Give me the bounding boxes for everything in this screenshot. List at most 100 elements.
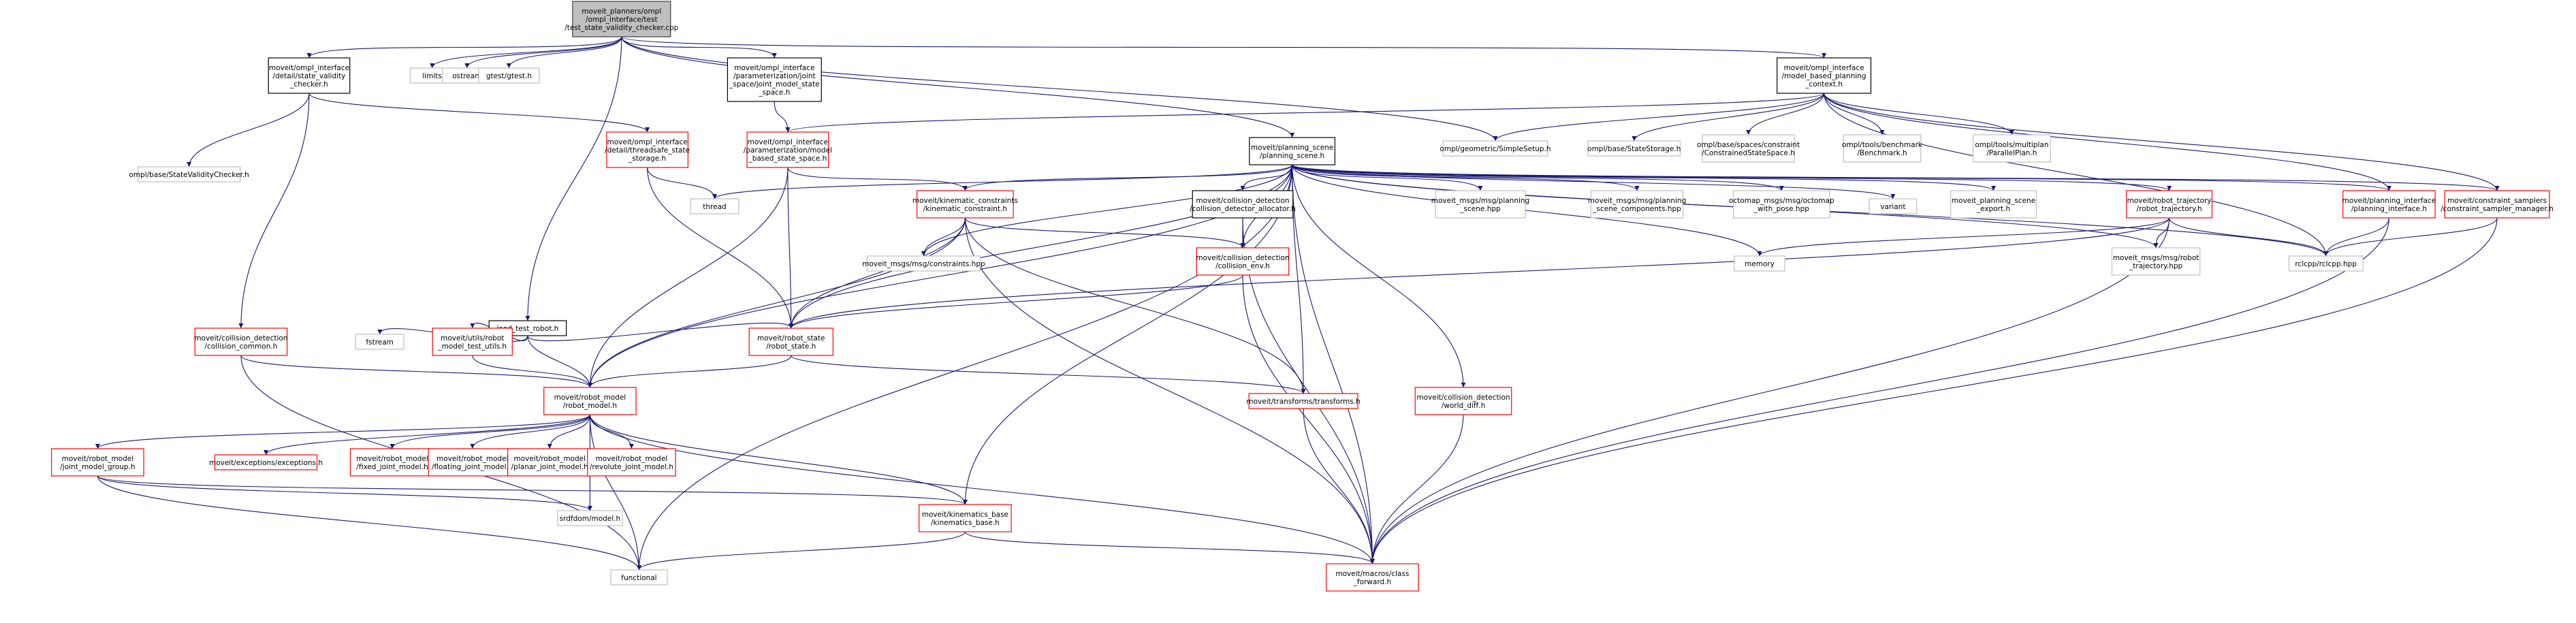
edge-line — [97, 475, 968, 505]
node-label-macros-0: moveit/macros/class — [1335, 570, 1409, 578]
edge-root-to-ostream — [464, 36, 622, 69]
node-benchmark: ompl/tools/benchmark/Benchmark.h — [1842, 134, 1923, 163]
edge-root-to-ps — [621, 36, 1294, 138]
node-label-constraints-0: moveit_msgs/msg/constraints.hpp — [862, 260, 985, 268]
node-label-limits-0: limits — [422, 72, 442, 80]
edge-line — [774, 101, 791, 133]
edge-line — [636, 164, 1293, 571]
node-cda[interactable]: moveit/collision_detection/collision_det… — [1190, 190, 1296, 219]
node-box-kc — [917, 190, 1014, 219]
edge-line — [962, 164, 1293, 505]
edge-root-to-svc — [306, 36, 622, 59]
node-mbss[interactable]: moveit/ompl_interface/parameterization/m… — [744, 131, 832, 168]
node-label-pi-1: /planning_interface.h — [2351, 205, 2427, 213]
edge-jmg-to-srdf — [97, 475, 592, 511]
node-svc[interactable]: moveit/ompl_interface/detail/state_valid… — [268, 57, 351, 94]
edge-rm-to-macros — [589, 414, 1375, 564]
edge-rt-to-macros — [1369, 217, 2170, 564]
node-box-cenv — [1196, 247, 1290, 276]
node-label-exc-0: moveit/exceptions/exceptions.h — [209, 459, 323, 467]
node-constraints: moveit_msgs/msg/constraints.hpp — [862, 255, 985, 272]
node-css: ompl/base/spaces/constraint/ConstrainedS… — [1697, 134, 1800, 163]
node-tss[interactable]: moveit/ompl_interface/detail/threadsafe_… — [605, 131, 690, 168]
edge-line — [95, 414, 590, 449]
edge-line — [921, 164, 1293, 257]
edge-kb-to-macros — [964, 531, 1375, 564]
node-rjm[interactable]: moveit/robot_model/revolute_joint_model.… — [587, 448, 676, 477]
edge-kc-to-rm — [587, 217, 966, 388]
node-jmg[interactable]: moveit/robot_model/joint_model_group.h — [51, 448, 144, 477]
node-label-benchmark-1: /Benchmark.h — [1857, 149, 1907, 157]
node-rt[interactable]: moveit/robot_trajectory/robot_trajectory… — [2126, 190, 2213, 219]
edge-wd-to-macros — [1369, 414, 1464, 564]
node-flj[interactable]: moveit/robot_model/floating_joint_model.… — [428, 448, 517, 477]
edge-csm-to-rclcpp — [2323, 217, 2498, 257]
node-wd[interactable]: moveit/collision_detection/world_diff.h — [1414, 387, 1512, 415]
node-jmssp[interactable]: moveit/ompl_interface/parameterization/j… — [727, 57, 822, 102]
node-label-benchmark-0: ompl/tools/benchmark — [1842, 141, 1923, 149]
node-mbpc[interactable]: moveit/ompl_interface/model_based_planni… — [1777, 57, 1872, 94]
edge-line — [1824, 93, 2391, 191]
edge-line — [1292, 164, 1640, 191]
edge-root-to-limits — [430, 36, 622, 69]
node-label-root-2: /test_state_validity_checker.cpp — [565, 24, 678, 32]
node-fjm[interactable]: moveit/robot_model/fixed_joint_model.h — [349, 448, 435, 477]
node-root[interactable]: moveit_planners/ompl/ompl_interface/test… — [565, 1, 679, 37]
node-csm[interactable]: moveit/constraint_samplers/constraint_sa… — [2440, 190, 2554, 219]
node-label-jmssp-3: _space.h — [758, 89, 790, 97]
node-label-ostream-0: ostream — [452, 72, 481, 80]
node-label-msgpsc-1: _scene_components.hpp — [1592, 205, 1681, 213]
edge-pi-to-macros — [1369, 217, 2389, 564]
node-label-rt-0: moveit/robot_trajectory — [2127, 197, 2212, 205]
edge-ps-to-rs — [789, 164, 1293, 329]
node-box-obsvc — [138, 166, 241, 182]
node-rmtu[interactable]: moveit/utils/robot_model_test_utils.h — [432, 328, 513, 356]
node-pi[interactable]: moveit/planning_interface/planning_inter… — [2342, 190, 2436, 219]
node-box-msgpsc — [1590, 190, 1684, 219]
edge-line — [1369, 217, 2389, 564]
node-tf[interactable]: moveit/transforms/transforms.h — [1246, 393, 1361, 409]
edge-line — [1292, 164, 1375, 564]
edge-line — [789, 217, 2170, 329]
edge-line — [921, 217, 966, 257]
node-rm[interactable]: moveit/robot_model/robot_model.h — [543, 387, 637, 415]
node-rs[interactable]: moveit/robot_state/robot_state.h — [748, 328, 833, 356]
edge-line — [964, 217, 1245, 249]
node-cc[interactable]: moveit/collision_detection/collision_com… — [194, 328, 287, 356]
node-box-parallelplan — [1973, 134, 2051, 163]
edge-line — [430, 36, 622, 69]
node-pjm[interactable]: moveit/robot_model/planar_joint_model.h — [507, 448, 592, 477]
node-kb[interactable]: moveit/kinematics_base/kinematics_base.h — [919, 504, 1012, 532]
node-kc[interactable]: moveit/kinematic_constraints/kinematic_c… — [912, 190, 1018, 219]
edge-ps-to-csm — [1292, 164, 2500, 191]
edge-mbpc-to-simplesetup — [1493, 93, 1825, 142]
node-ps[interactable]: moveit/planning_scene/planning_scene.h — [1249, 137, 1336, 165]
node-label-jmssp-1: /parameterization/joint — [733, 72, 816, 80]
edge-line — [97, 475, 641, 571]
edge-line — [1292, 164, 1466, 388]
node-label-pjm-0: moveit/robot_model — [513, 455, 586, 463]
node-cenv[interactable]: moveit/collision_detection/collision_env… — [1196, 247, 1290, 276]
node-label-functional-0: functional — [621, 574, 656, 582]
node-label-mbss-1: /parameterization/model — [744, 146, 832, 155]
edge-line — [527, 322, 794, 342]
node-octomap: octomap_msgs/msg/octomap_with_pose.hpp — [1729, 190, 1834, 219]
node-box-jmssp — [727, 57, 822, 102]
node-label-rt-1: /robot_trajectory.h — [2137, 205, 2202, 213]
node-box-rs — [748, 328, 833, 356]
edge-root-to-ltr — [525, 36, 622, 321]
node-box-functional — [610, 569, 668, 586]
node-label-rjm-1: /revolute_joint_model.h — [590, 463, 673, 471]
node-label-svc-1: /detail/state_validity — [273, 72, 346, 80]
edge-line — [785, 93, 1825, 133]
edge-line — [2169, 217, 2329, 257]
edge-kc-to-constraints — [921, 217, 966, 257]
node-macros[interactable]: moveit/macros/class_forward.h — [1326, 563, 1419, 592]
edge-jmg-to-functional — [97, 475, 641, 571]
edge-line — [589, 414, 1375, 564]
node-exc[interactable]: moveit/exceptions/exceptions.h — [209, 454, 323, 470]
node-label-kc-0: moveit/kinematic_constraints — [912, 197, 1018, 205]
edge-line — [1292, 164, 2172, 191]
node-label-mbpc-2: _context.h — [1804, 80, 1843, 89]
edge-line — [589, 414, 641, 571]
